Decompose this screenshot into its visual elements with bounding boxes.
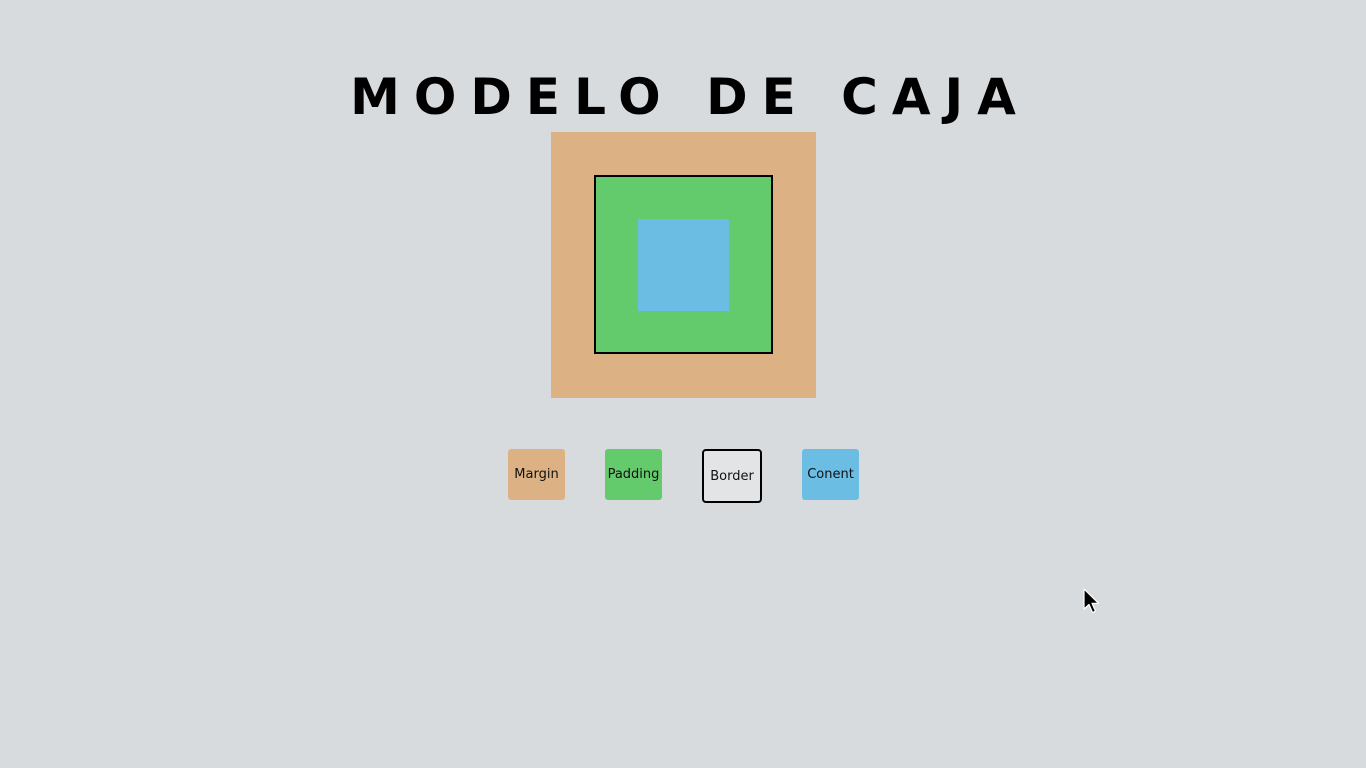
content-button[interactable]: Conent [802,449,859,500]
padding-button-label: Padding [607,467,660,482]
padding-button[interactable]: Padding [605,449,662,500]
content-button-label: Conent [807,467,854,482]
border-button-label: Border [710,468,754,484]
mouse-pointer-icon [1083,588,1100,614]
margin-button-label: Margin [514,467,559,482]
border-button[interactable]: Border [702,449,762,503]
margin-button[interactable]: Margin [508,449,565,500]
page-title: MODELO DE CAJA [350,67,1030,126]
box-model-content [638,219,729,311]
